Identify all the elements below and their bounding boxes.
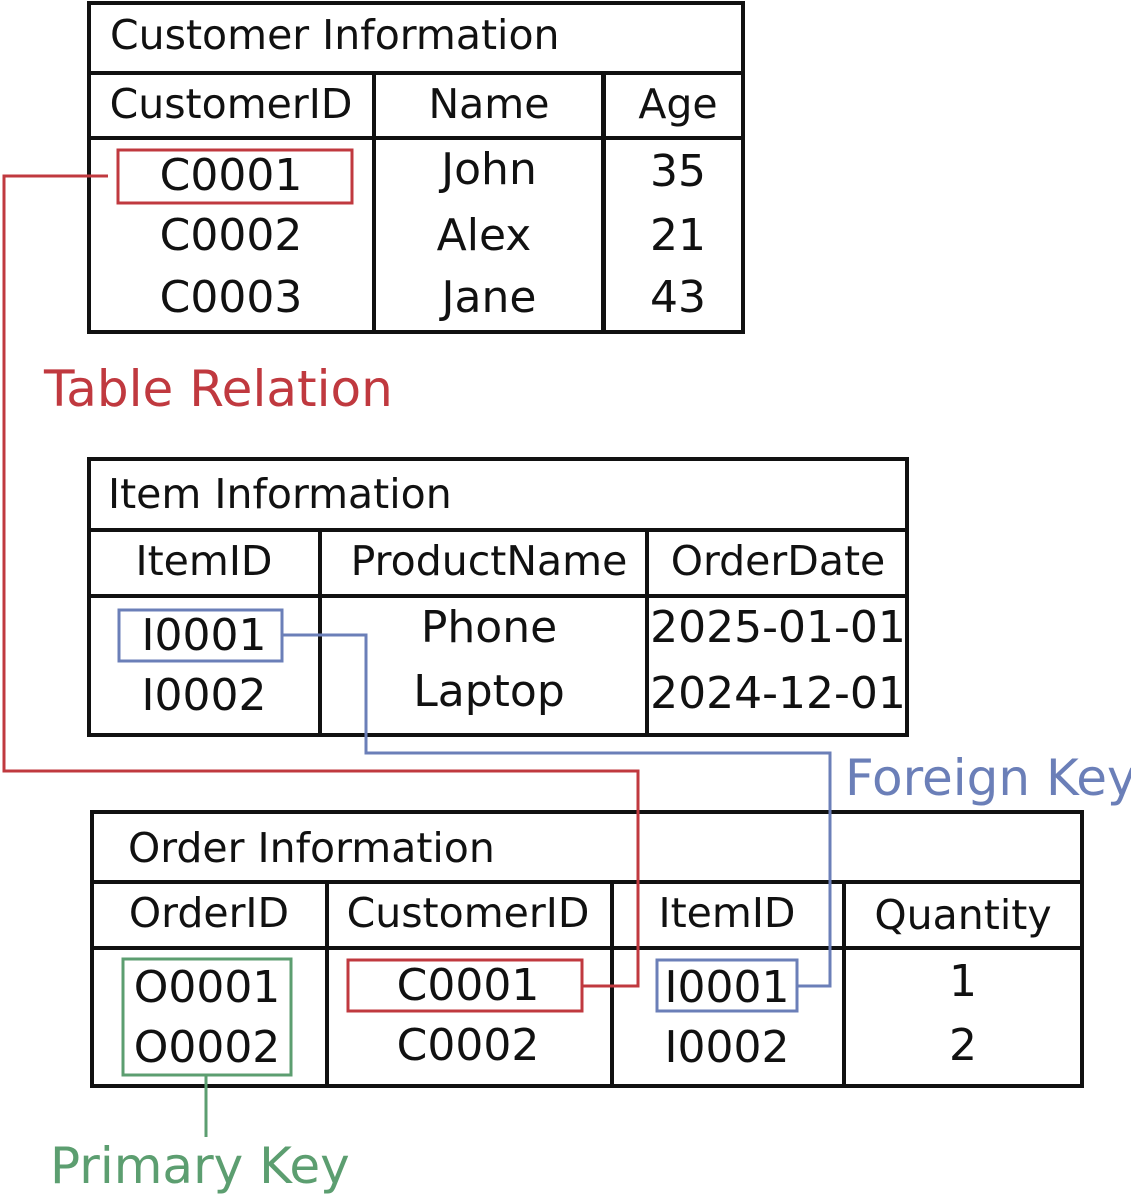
item-col-header-itemid: ItemID — [135, 537, 273, 585]
foreign-key-label: Foreign Key — [845, 749, 1131, 807]
item-table-title: Item Information — [108, 470, 452, 518]
order-col-header-orderid: OrderID — [128, 889, 290, 937]
customer-cell-id-2: C0002 — [159, 210, 303, 261]
foreign-key-connector — [282, 633, 832, 988]
item-cell-product-2: Laptop — [413, 666, 565, 717]
item-key-highlight — [117, 608, 284, 663]
order-cell-orderid-2: O0002 — [133, 1022, 281, 1073]
customer-cell-id-1: C0001 — [159, 150, 303, 201]
customer-col-divider-2 — [601, 71, 606, 334]
order-primary-key-highlight — [121, 957, 293, 1077]
customer-title-divider — [87, 71, 745, 75]
order-col-divider-2 — [610, 880, 614, 1088]
order-header-divider — [90, 946, 1084, 950]
item-header-divider — [87, 594, 909, 598]
order-cell-customerid-2: C0002 — [396, 1020, 540, 1071]
item-col-divider-2 — [645, 528, 649, 737]
customer-cell-age-1: 35 — [650, 146, 706, 197]
customer-col-divider-1 — [372, 71, 376, 334]
customer-col-header-customerid: CustomerID — [109, 80, 353, 128]
item-cell-date-1: 2025-01-01 — [650, 602, 906, 653]
item-col-divider-1 — [318, 528, 322, 737]
customer-col-header-age: Age — [638, 80, 718, 128]
customer-cell-age-2: 21 — [650, 210, 706, 261]
item-title-divider — [87, 528, 909, 532]
customer-col-header-name: Name — [428, 80, 550, 128]
item-col-header-orderdate: OrderDate — [670, 537, 886, 585]
order-cell-quantity-2: 2 — [949, 1020, 977, 1071]
order-customerid-highlight — [346, 958, 584, 1013]
order-col-divider-3 — [842, 880, 846, 1088]
customer-table-title: Customer Information — [110, 11, 560, 59]
item-cell-date-2: 2024-12-01 — [650, 668, 906, 719]
order-itemid-highlight — [655, 958, 799, 1013]
customer-cell-name-1: John — [441, 144, 537, 195]
customer-key-highlight — [116, 148, 354, 205]
order-cell-quantity-1: 1 — [949, 956, 977, 1007]
order-cell-itemid-1: I0001 — [664, 962, 790, 1013]
item-cell-product-1: Phone — [420, 602, 558, 653]
customer-cell-name-3: Jane — [441, 272, 537, 323]
customer-header-divider — [87, 136, 745, 140]
primary-key-label: Primary Key — [50, 1137, 350, 1195]
table-relation-label: Table Relation — [44, 360, 393, 418]
item-col-header-productname: ProductName — [350, 537, 628, 585]
order-col-divider-1 — [325, 880, 329, 1088]
item-cell-id-2: I0002 — [141, 670, 267, 721]
customer-table-frame — [87, 1, 745, 334]
order-table-title: Order Information — [128, 824, 495, 872]
order-col-header-itemid: ItemID — [658, 889, 796, 937]
customer-cell-id-3: C0003 — [159, 272, 303, 323]
order-cell-itemid-2: I0002 — [664, 1022, 790, 1073]
item-cell-id-1: I0001 — [141, 610, 267, 661]
order-cell-orderid-1: O0001 — [133, 962, 281, 1013]
order-col-header-quantity: Quantity — [874, 891, 1052, 939]
customer-cell-name-2: Alex — [436, 210, 532, 261]
table-relation-connector — [2, 174, 640, 988]
order-title-divider — [90, 880, 1084, 884]
customer-cell-age-3: 43 — [650, 272, 706, 323]
order-col-header-customerid: CustomerID — [346, 889, 590, 937]
order-cell-customerid-1: C0001 — [396, 960, 540, 1011]
